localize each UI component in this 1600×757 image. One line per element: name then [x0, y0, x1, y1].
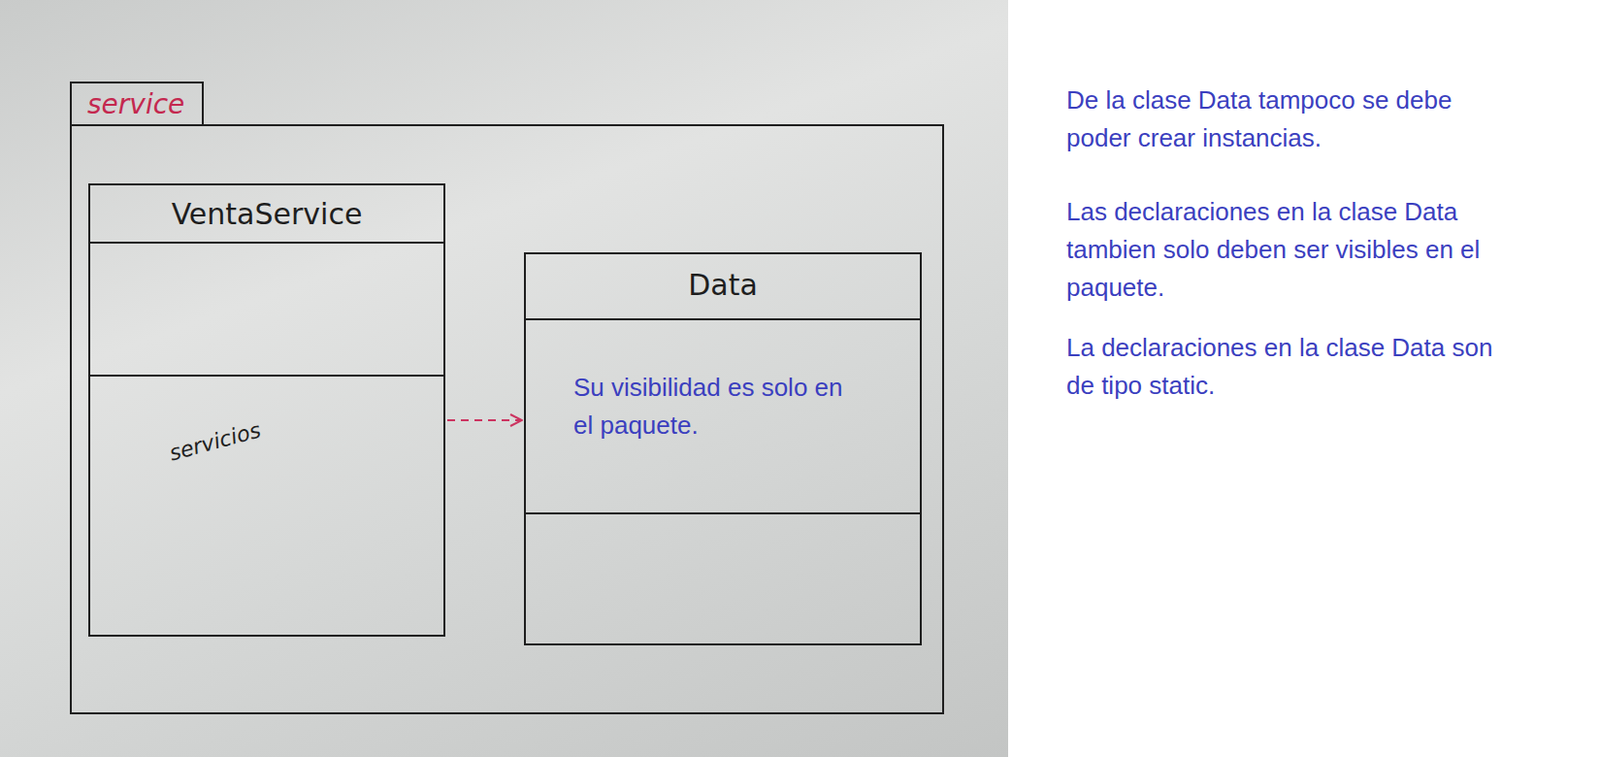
compartment-line	[525, 512, 920, 515]
compartment-line	[90, 241, 444, 244]
side-note: Las declaraciones en la clase Data tambi…	[1066, 193, 1523, 307]
package-name: service	[71, 83, 202, 123]
package-tab: service	[69, 81, 204, 127]
operations-note: servicios	[165, 416, 264, 468]
class-box: Data Su visibilidad es solo en el paquete…	[523, 252, 922, 646]
compartment-line	[90, 374, 444, 377]
class-name: VentaService	[90, 195, 444, 233]
side-note: La declaraciones en la clase Data son de…	[1066, 328, 1523, 405]
side-note: De la clase Data tampoco se debe poder c…	[1066, 81, 1523, 158]
compartment-line	[525, 318, 920, 321]
visibility-note: Su visibilidad es solo en el paquete.	[573, 368, 855, 445]
class-name: Data	[525, 265, 920, 304]
dependency-arrow	[447, 419, 523, 422]
class-box: VentaService servicios	[88, 183, 446, 637]
package-frame: VentaService servicios Data Su visibilidad …	[69, 124, 945, 715]
